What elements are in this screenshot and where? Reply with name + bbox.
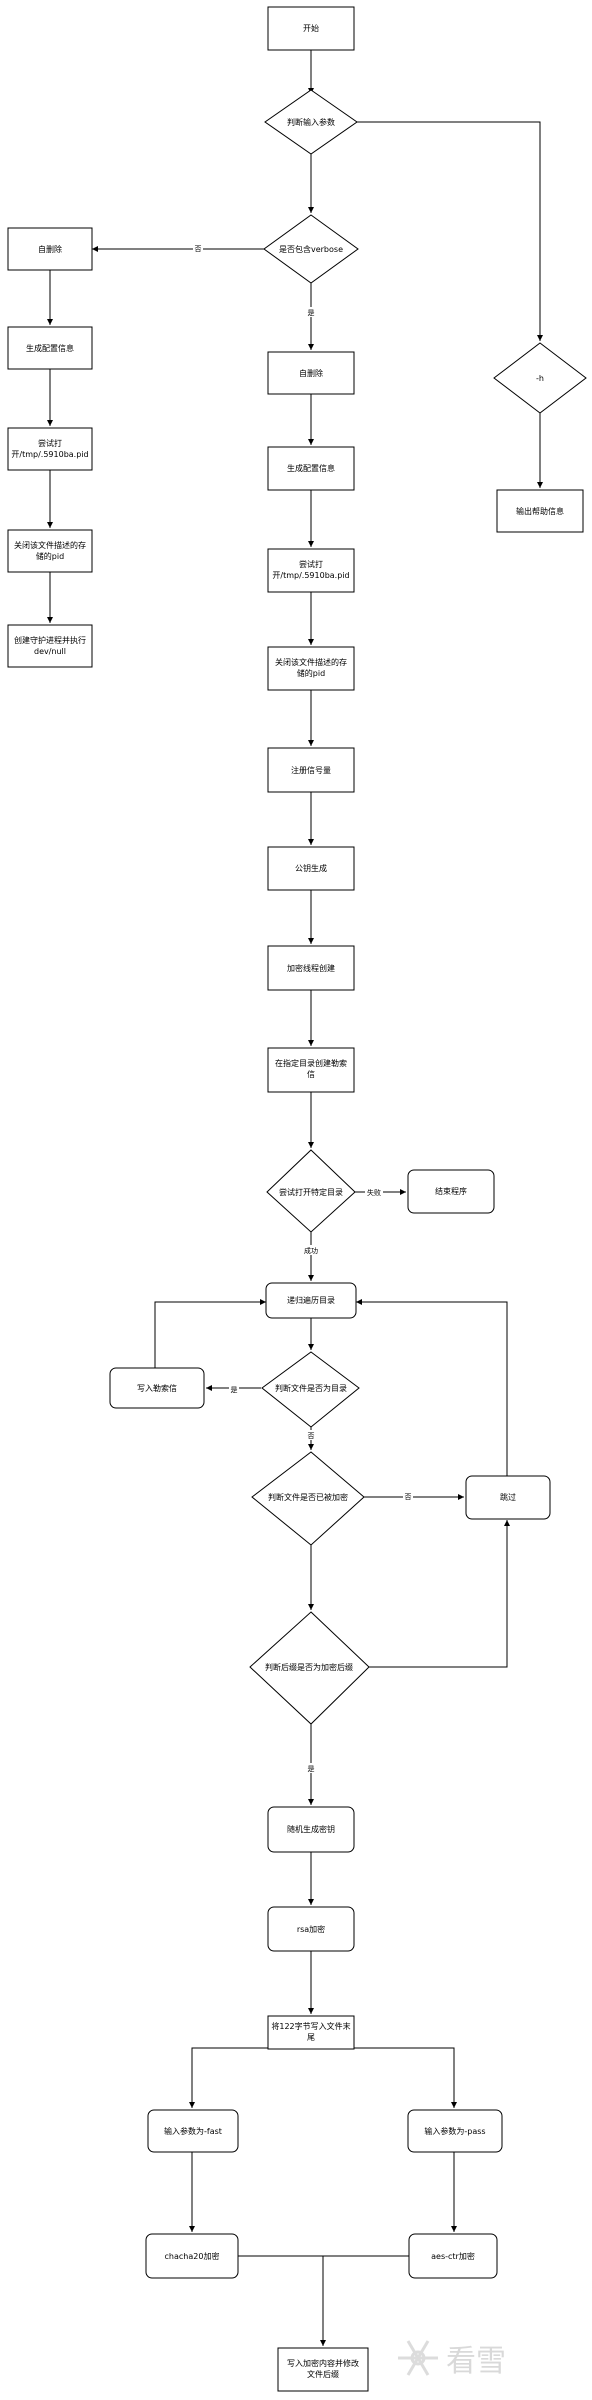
node-try-open-left-line1: 尝试打	[38, 438, 62, 448]
node-write-122-bytes-line1: 将122字节写入文件末	[271, 2021, 350, 2031]
node-pubkey-gen-label: 公钥生成	[295, 863, 327, 873]
edge-label-yes-verbose: 是	[308, 309, 315, 317]
node-skip	[465, 1475, 551, 1520]
node-chacha20-label: chacha20加密	[165, 2251, 220, 2261]
node-self-delete-left-label: 自删除	[38, 244, 62, 254]
node-traverse-dir-label: 递归遍历目录	[287, 1295, 335, 1305]
node-pubkey-gen	[267, 846, 355, 891]
node-print-help	[496, 489, 584, 533]
node-gen-config-mid-label: 生成配置信息	[287, 463, 335, 473]
node-is-ext-encrypted-label: 判断后缀是否为加密后缀	[265, 1662, 353, 1672]
edge-label-fail: 失败	[367, 1188, 381, 1197]
node-exit-program	[407, 1169, 495, 1214]
node-try-open-dir-label: 尝试打开特定目录	[279, 1187, 343, 1197]
node-gen-config-mid	[267, 446, 355, 491]
node-aes-ctr	[408, 2233, 498, 2279]
node-check-h-label: -h	[536, 374, 544, 383]
node-write-encrypted-line1: 写入加密内容并修改	[287, 2358, 359, 2368]
node-create-daemon-line2: dev/null	[34, 647, 66, 656]
node-param-pass-label: 输入参数为-pass	[424, 2126, 485, 2136]
snowflake-icon	[398, 2340, 438, 2376]
edges	[47, 50, 543, 2346]
edge-label-isdir-no: 否	[308, 1432, 315, 1440]
node-check-verbose	[263, 214, 359, 284]
node-check-args-label: 判断输入参数	[287, 117, 335, 127]
node-param-fast-label: 输入参数为-fast	[164, 2126, 222, 2136]
node-is-dir	[261, 1351, 360, 1428]
watermark-text: 看雪	[446, 2344, 506, 2379]
node-start	[267, 6, 355, 51]
edge-to-pass	[311, 2047, 457, 2108]
edge-ransom-loop	[154, 1299, 266, 1368]
node-check-args	[264, 89, 358, 155]
node-create-ransom-note-line2: 信	[307, 1069, 315, 1079]
node-encrypt-thread	[267, 945, 355, 991]
node-create-daemon	[7, 624, 93, 668]
node-check-h	[493, 342, 587, 414]
node-aes-ctr-label: aes-ctr加密	[431, 2251, 475, 2261]
node-gen-config-left	[7, 326, 93, 370]
node-register-signal-label: 注册信号量	[291, 765, 331, 775]
edge-ext-to-skip	[369, 1520, 510, 1668]
node-close-pid-mid-line1: 关闭该文件描述的存	[275, 657, 347, 667]
node-random-key-label: 随机生成密钥	[287, 1824, 335, 1834]
node-try-open-mid-line2: 开/tmp/.5910ba.pid	[272, 571, 349, 580]
edge-to-fast	[189, 2047, 311, 2108]
node-param-pass	[407, 2109, 503, 2153]
node-traverse-dir	[265, 1282, 357, 1319]
node-self-delete-mid	[267, 351, 355, 395]
node-gen-config-left-label: 生成配置信息	[26, 343, 74, 353]
node-print-help-label: 输出帮助信息	[516, 506, 564, 516]
node-close-pid-mid-line2: 储的pid	[297, 668, 325, 678]
node-is-dir-label: 判断文件是否为目录	[275, 1383, 347, 1393]
node-close-pid-left	[7, 529, 93, 573]
edge-labels: 否 是 失败 成功 是 否 否 是	[193, 243, 413, 1773]
node-write-encrypted-line2: 文件后缀	[307, 2369, 339, 2379]
node-encrypt-thread-label: 加密线程创建	[287, 963, 335, 973]
edge-label-ext-yes: 是	[308, 1765, 315, 1773]
node-check-verbose-label: 是否包含verbose	[279, 244, 343, 254]
node-rsa-encrypt-label: rsa加密	[297, 1924, 325, 1934]
edge-label-encrypted-no: 否	[405, 1493, 412, 1501]
node-create-daemon-line1: 创建守护进程并执行	[14, 635, 86, 645]
edge-skip-loop	[356, 1299, 508, 1476]
edge-label-isdir-yes: 是	[231, 1386, 238, 1394]
node-write-ransom-note	[109, 1367, 205, 1409]
edge-label-no-verbose: 否	[195, 245, 202, 253]
node-register-signal	[267, 747, 355, 793]
node-close-pid-mid	[267, 646, 355, 691]
node-write-encrypted	[277, 2347, 369, 2392]
node-random-key	[267, 1806, 355, 1853]
watermark: 看雪	[398, 2340, 506, 2379]
edge-args-to-h	[357, 121, 543, 341]
node-self-delete-left	[7, 227, 93, 271]
node-write-122-bytes-line2: 尾	[307, 2033, 315, 2042]
node-chacha20	[145, 2233, 239, 2279]
node-start-label: 开始	[303, 23, 319, 33]
node-self-delete-mid-label: 自删除	[299, 368, 323, 378]
node-close-pid-left-line2: 储的pid	[36, 551, 64, 561]
node-try-open-mid	[267, 548, 355, 593]
node-rsa-encrypt	[267, 1906, 355, 1952]
node-skip-label: 跳过	[500, 1492, 516, 1502]
node-exit-program-label: 结束程序	[435, 1186, 467, 1196]
node-try-open-dir	[266, 1149, 356, 1233]
node-write-122-bytes	[267, 2015, 355, 2050]
nodes: 开始 判断输入参数 是否包含verbose 自删除 生成配置信息 尝试打 开/t…	[7, 6, 587, 2392]
node-create-ransom-note-line1: 在指定目录创建勒索	[275, 1058, 347, 1068]
node-try-open-left-line2: 开/tmp/.5910ba.pid	[11, 450, 88, 459]
node-is-ext-encrypted	[249, 1611, 370, 1725]
node-try-open-left	[7, 427, 93, 471]
node-is-encrypted-label: 判断文件是否已被加密	[268, 1492, 348, 1502]
node-close-pid-left-line1: 关闭该文件描述的存	[14, 540, 86, 550]
node-create-ransom-note	[267, 1047, 355, 1093]
node-is-encrypted	[251, 1451, 365, 1546]
edge-label-success: 成功	[304, 1246, 318, 1255]
node-write-ransom-note-label: 写入勒索信	[137, 1383, 177, 1393]
node-param-fast	[147, 2109, 239, 2153]
node-try-open-mid-line1: 尝试打	[299, 559, 323, 569]
